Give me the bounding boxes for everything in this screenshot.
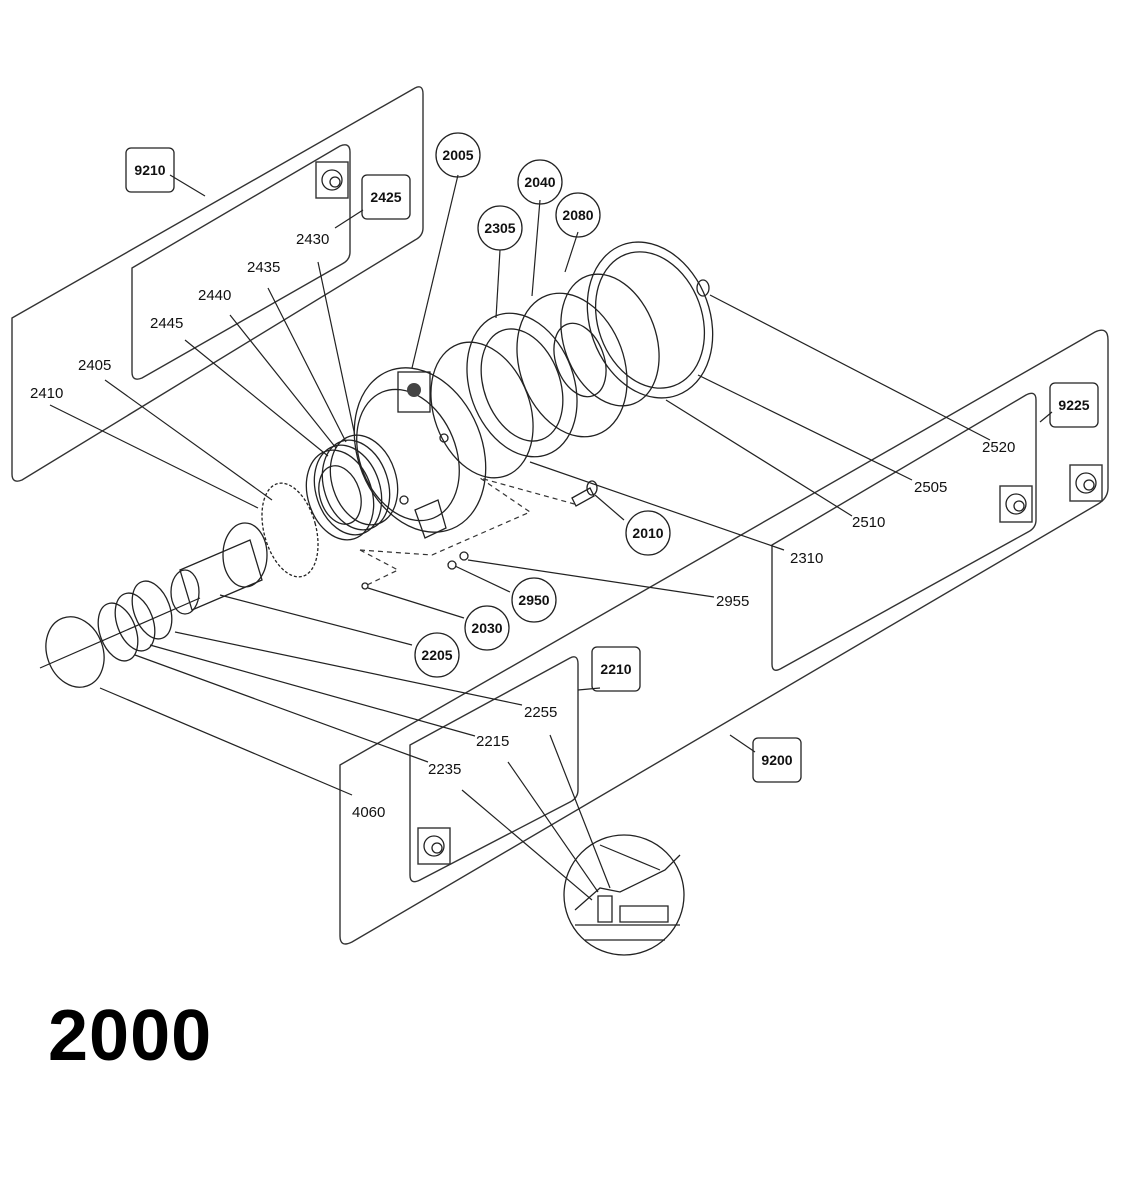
dashed-guide-2 [359,549,400,587]
callout-2005: 2005 [435,132,481,178]
callout-2255: 2255 [524,704,557,721]
ring-2310 [430,341,534,479]
callout-9210: 9210 [125,147,175,193]
callout-4060: 4060 [352,804,385,821]
disc-2040 [516,292,628,438]
callout-2010: 2010 [625,510,671,556]
pin-2955 [459,551,469,561]
svg-text:9210: 9210 [134,162,165,178]
callout-2435: 2435 [247,259,280,276]
kit-icon-2210 [417,827,451,865]
callout-2215: 2215 [476,733,509,750]
callout-2430: 2430 [296,231,329,248]
callout-2310: 2310 [790,550,823,567]
plug-2030 [361,582,369,590]
callout-9200: 9200 [752,737,802,783]
svg-text:2005: 2005 [442,147,473,163]
callout-2040: 2040 [517,159,563,205]
panel-2210 [409,656,579,883]
callout-2425: 2425 [361,174,411,220]
ring-2505-inner [594,251,706,389]
bearing-stack [305,434,399,541]
seal-detail-view [563,834,685,956]
svg-text:2425: 2425 [370,189,401,205]
leader-lines [49,174,1053,901]
callout-9225: 9225 [1049,382,1099,428]
callout-2405: 2405 [78,357,111,374]
kit-icon-9225b [1069,464,1103,502]
ring-2505 [586,241,714,399]
svg-text:9225: 9225 [1058,397,1089,413]
ring-2215 [114,592,156,652]
svg-text:2040: 2040 [524,174,555,190]
svg-text:9200: 9200 [761,752,792,768]
panel-9210-inner [131,144,351,380]
ring-2510 [560,273,660,407]
callout-2445: 2445 [150,315,183,332]
callout-2510: 2510 [852,514,885,531]
kit-icon-9210 [315,161,349,199]
callout-2440: 2440 [198,287,231,304]
panel-9200 [339,329,1109,945]
callout-2520: 2520 [982,439,1015,456]
svg-text:2205: 2205 [421,647,452,663]
callout-2030: 2030 [464,605,510,651]
callout-2080: 2080 [555,192,601,238]
callout-2210: 2210 [591,646,641,692]
svg-text:2080: 2080 [562,207,593,223]
callout-2205: 2205 [414,632,460,678]
ring-2235 [97,602,139,662]
callout-2235: 2235 [428,761,461,778]
ring-4060 [45,616,105,688]
gear-part [261,482,319,578]
assembly-number: 2000 [48,996,213,1076]
svg-text:2210: 2210 [600,661,631,677]
kit-icon-9225a [999,485,1033,523]
callout-2950: 2950 [511,577,557,623]
svg-text:2030: 2030 [471,620,502,636]
panel-9210 [11,86,424,482]
svg-text:2305: 2305 [484,220,515,236]
pin-2950 [447,560,457,570]
nut-2520 [696,279,710,297]
callout-2305: 2305 [477,205,523,251]
disc-2040-inner [553,322,607,398]
callout-2505: 2505 [914,479,947,496]
svg-text:2010: 2010 [632,525,663,541]
dashed-guide [359,477,579,556]
bolt-2010 [571,480,598,507]
callout-2955: 2955 [716,593,749,610]
callout-2410: 2410 [30,385,63,402]
panel-9225 [771,392,1037,671]
svg-text:2950: 2950 [518,592,549,608]
ring-2255 [131,580,173,640]
ring-2305-inner [480,328,564,442]
